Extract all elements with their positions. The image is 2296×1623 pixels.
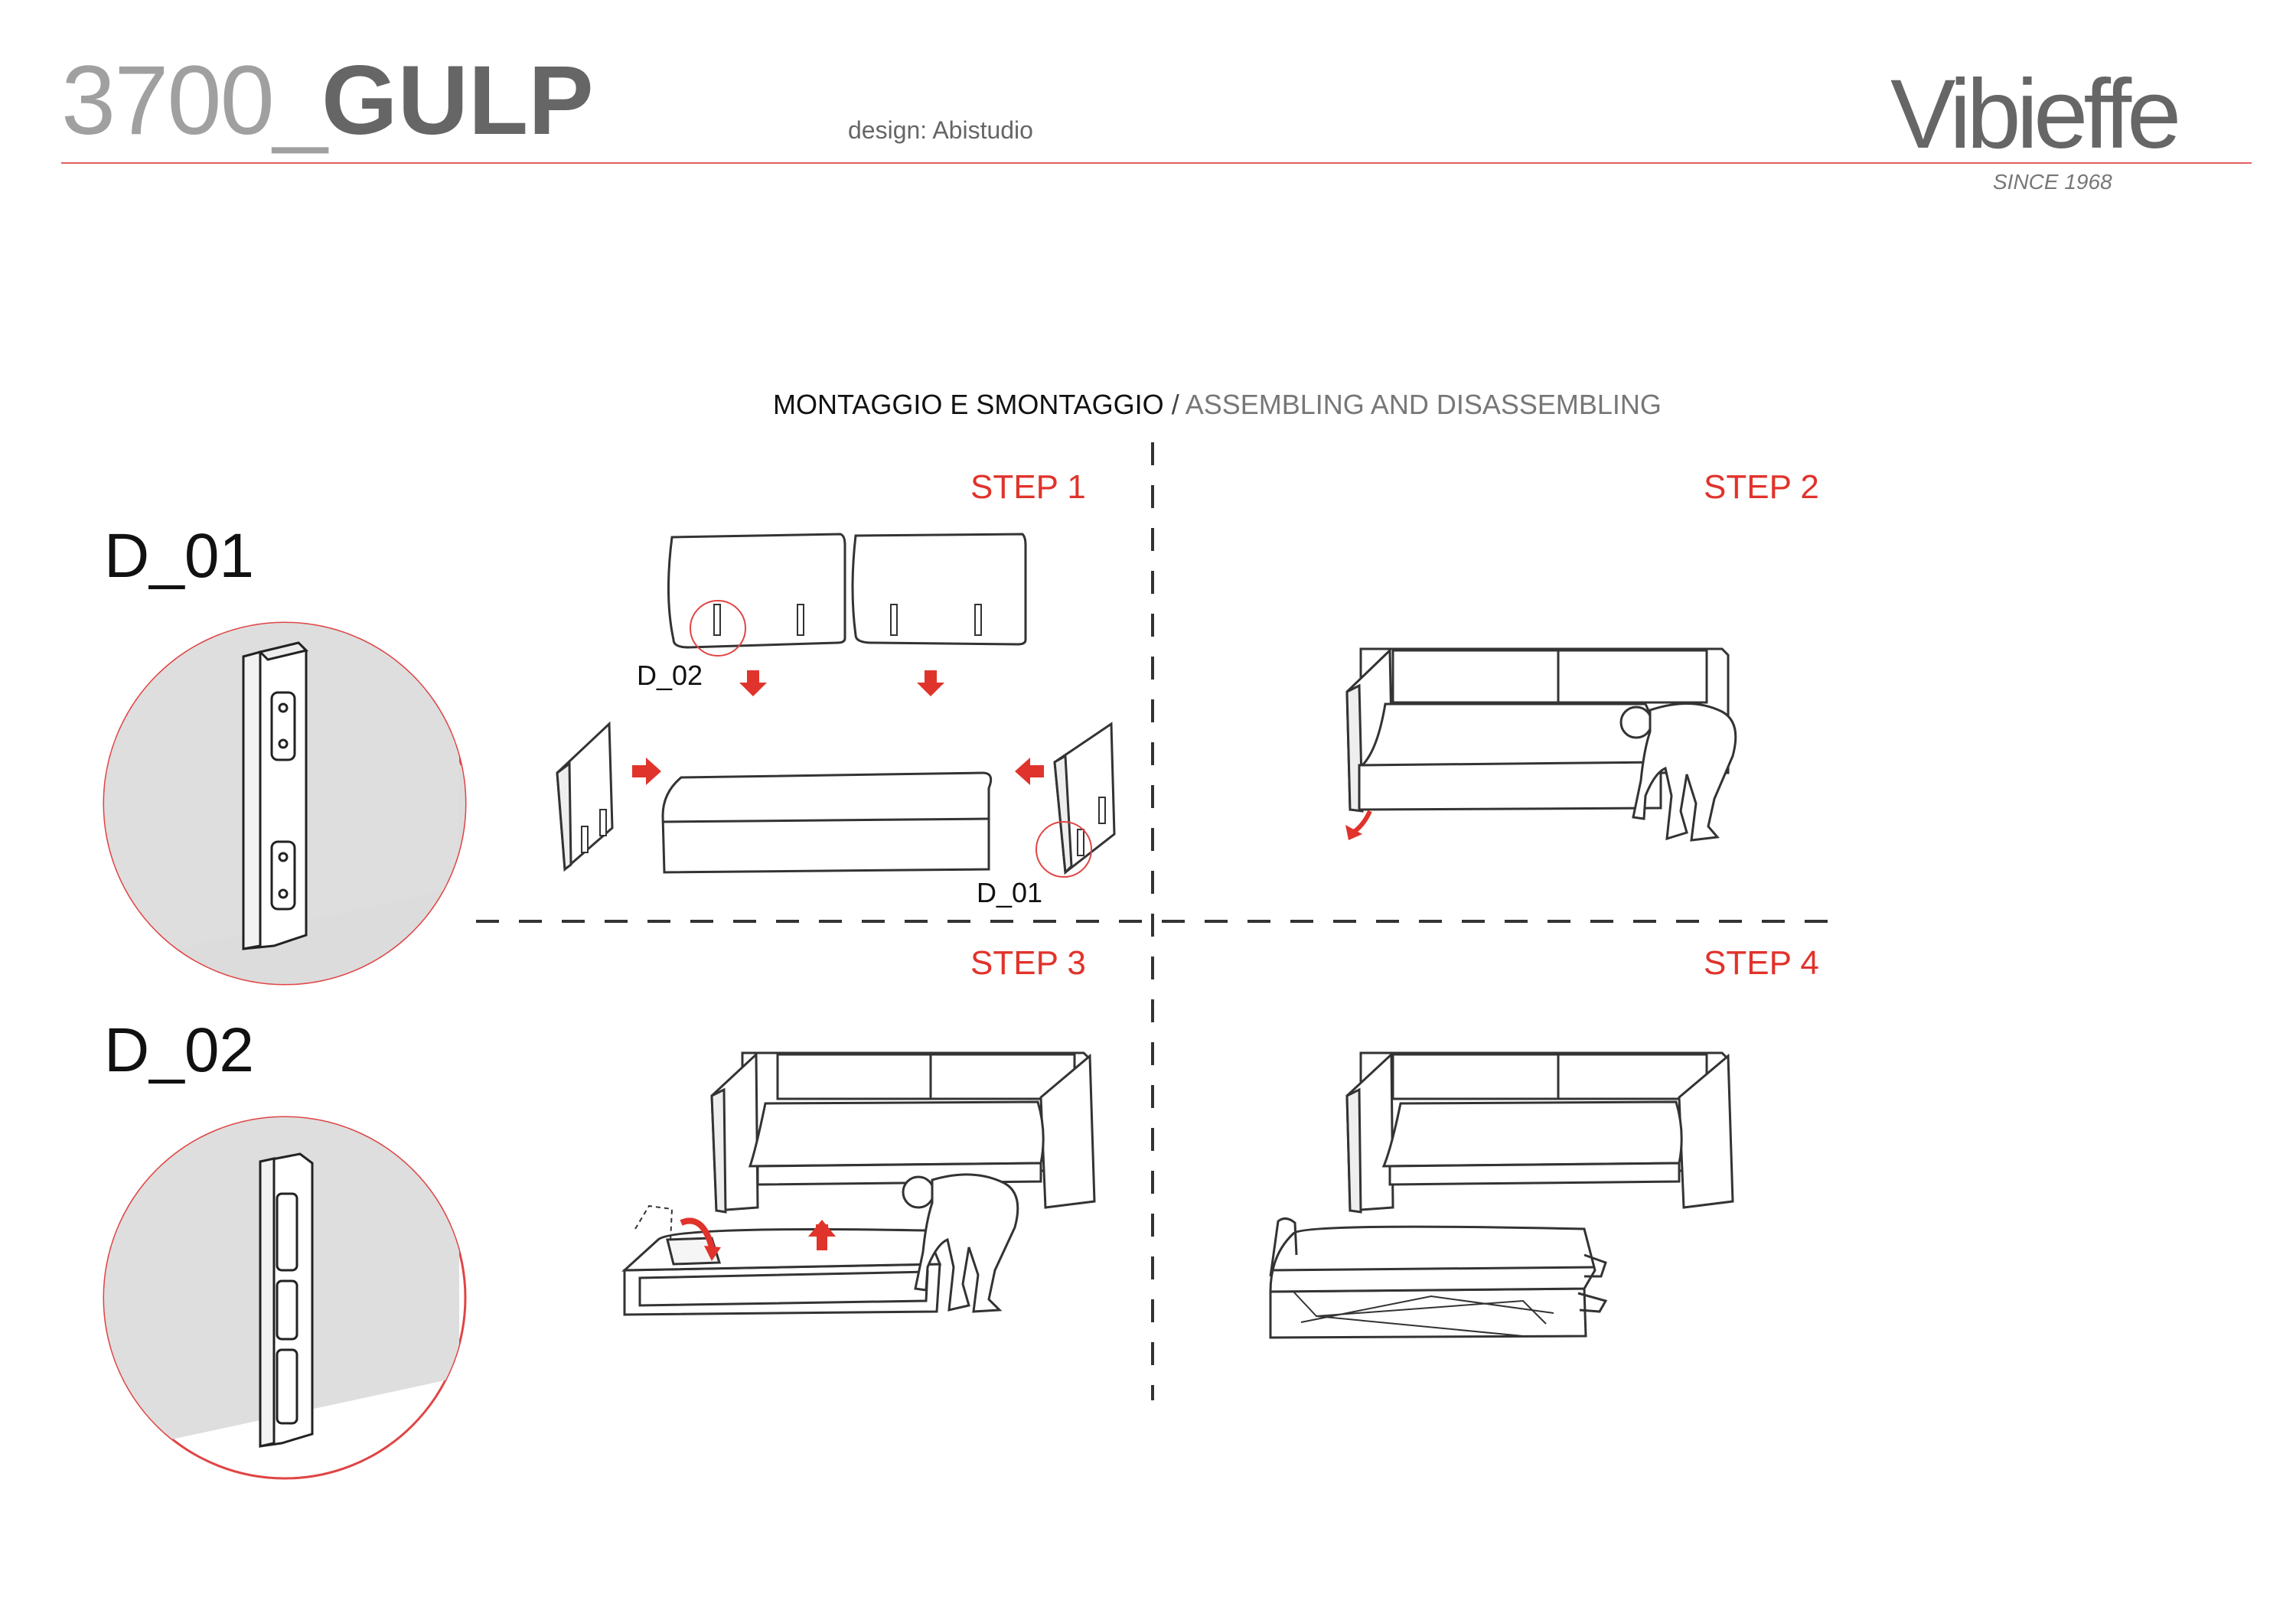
section-title-separator: / — [1171, 389, 1179, 420]
step-3-illustration — [621, 1051, 1096, 1316]
bracket-d02-icon — [259, 1152, 314, 1448]
design-credit: design: Abistudio — [848, 116, 1033, 144]
section-title: MONTAGGIO E SMONTAGGIO / ASSEMBLING AND … — [773, 389, 1662, 421]
step-2-arrowhead — [1345, 825, 1362, 840]
brand-logo: Vibieffe — [1890, 60, 2181, 169]
step-3-label: STEP 3 — [970, 944, 1086, 982]
callout-d01-label: D_01 — [977, 877, 1043, 908]
step-1-label: STEP 1 — [970, 468, 1086, 506]
callout-d02-label: D_02 — [637, 660, 703, 691]
brand-since: SINCE 1968 — [1993, 170, 2112, 194]
section-title-it: MONTAGGIO E SMONTAGGIO — [773, 389, 1164, 420]
detail-d01-label: D_01 — [104, 521, 255, 591]
product-code: 3700_ — [61, 46, 328, 155]
step-2-label: STEP 2 — [1704, 468, 1819, 506]
step-3-arrows — [680, 1217, 836, 1261]
header-divider — [61, 162, 2252, 164]
bracket-d01-icon — [242, 641, 308, 950]
detail-d02-label: D_02 — [104, 1015, 255, 1085]
step-2-illustration — [1345, 647, 1737, 842]
step-4-illustration — [1269, 1051, 1734, 1339]
section-title-en: ASSEMBLING AND DISASSEMBLING — [1185, 389, 1662, 420]
step-1-arrows — [632, 670, 1044, 785]
step-1-illustration — [556, 533, 1116, 878]
detail-d01-circle — [103, 621, 467, 986]
product-name: GULP — [321, 46, 594, 155]
step-4-label: STEP 4 — [1704, 944, 1819, 982]
detail-d02-circle — [103, 1116, 467, 1480]
